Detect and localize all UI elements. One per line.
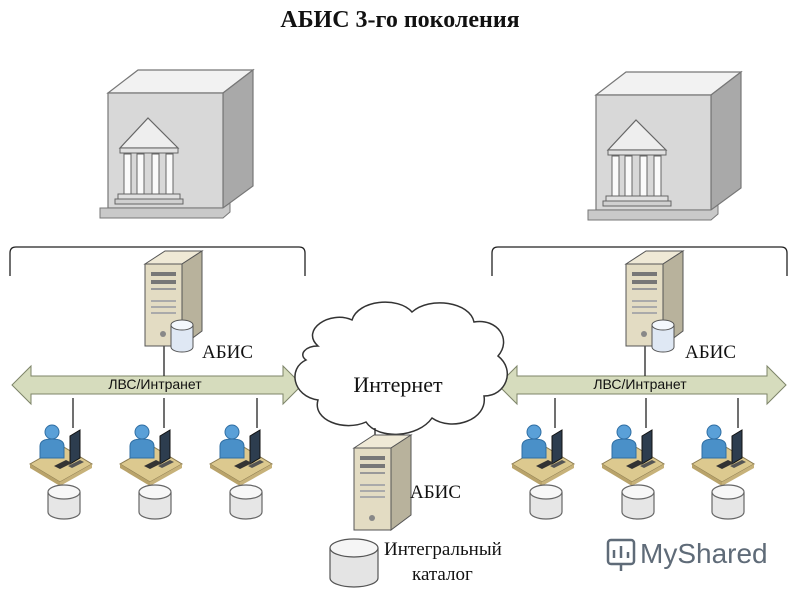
workstation-icon bbox=[511, 424, 575, 487]
abis-label-left: АБИС bbox=[202, 342, 253, 363]
catalog-label-line1: Интегральный bbox=[384, 539, 502, 560]
lan-arrow-right: ЛВС/Интранет bbox=[497, 364, 787, 406]
lan-connectors-right bbox=[554, 346, 739, 428]
lan-connectors-left bbox=[72, 346, 258, 428]
database-icon-catalog bbox=[329, 538, 379, 588]
abis-label-center: АБИС bbox=[410, 482, 461, 503]
cloud-icon: Интернет bbox=[294, 301, 509, 435]
database-icon bbox=[529, 484, 563, 520]
database-icon bbox=[47, 484, 81, 520]
abis-label-right: АБИС bbox=[685, 342, 736, 363]
diagram-title: АБИС 3-го поколения bbox=[280, 7, 519, 33]
workstation-icon bbox=[691, 424, 755, 487]
workstation-icon bbox=[29, 424, 93, 487]
lan-arrow-left: ЛВС/Интранет bbox=[11, 364, 303, 406]
bracket-right bbox=[491, 246, 788, 276]
library-building-icon-right bbox=[587, 71, 742, 221]
lan-label: ЛВС/Интранет bbox=[593, 376, 687, 392]
database-icon bbox=[138, 484, 172, 520]
library-building-icon-left bbox=[99, 69, 254, 219]
internet-label: Интернет bbox=[353, 372, 443, 397]
server-icon-center bbox=[353, 434, 412, 531]
watermark-text: MyShared bbox=[640, 538, 768, 569]
workstation-icon bbox=[601, 424, 665, 487]
catalog-label-line2: каталог bbox=[412, 564, 473, 585]
database-icon-right-server bbox=[651, 319, 675, 353]
database-icon-left-server bbox=[170, 319, 194, 353]
database-icon bbox=[229, 484, 263, 520]
workstation-icon bbox=[209, 424, 273, 487]
database-icon bbox=[711, 484, 745, 520]
bracket-left bbox=[9, 246, 306, 276]
watermark: MyShared bbox=[606, 538, 768, 571]
watermark-logo-icon bbox=[606, 538, 636, 571]
lan-label: ЛВС/Интранет bbox=[108, 376, 202, 392]
database-icon bbox=[621, 484, 655, 520]
workstation-icon bbox=[119, 424, 183, 487]
